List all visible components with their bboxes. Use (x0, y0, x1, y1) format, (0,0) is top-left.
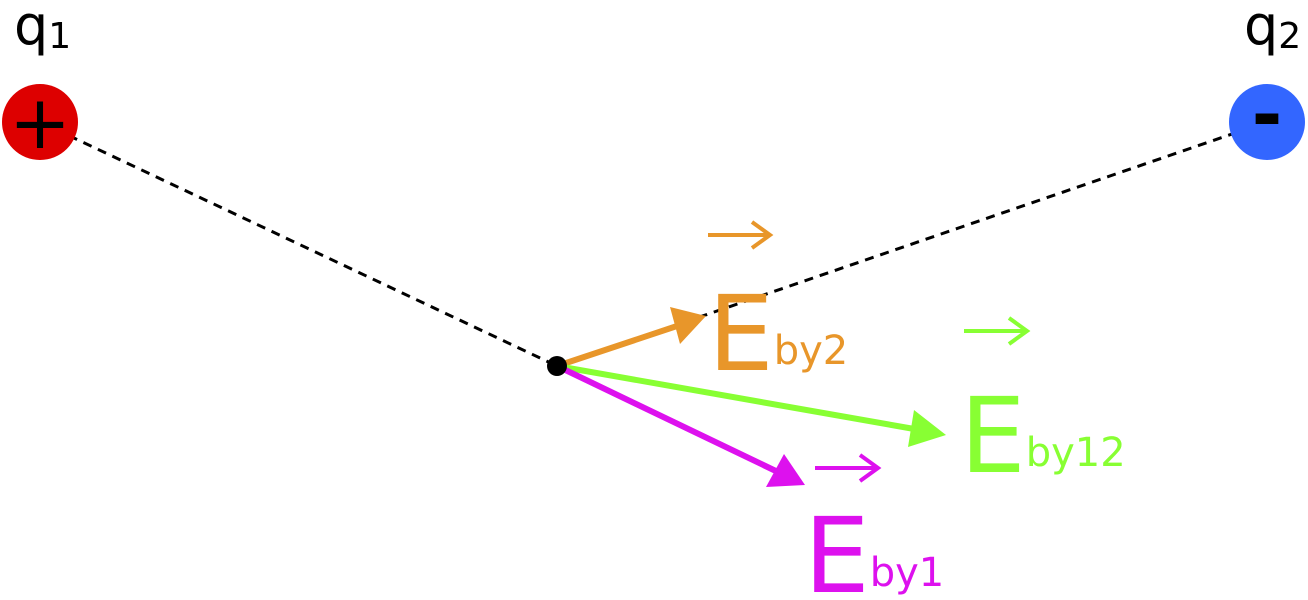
vector-e-by2-symbol: E (708, 273, 774, 395)
charge-q2-symbol: q (1244, 0, 1278, 57)
charge-q1-subscript: 1 (48, 16, 71, 57)
vector-e-by1-overarrow-icon (815, 453, 882, 483)
charge-q1-label: q1 (14, 0, 71, 57)
vector-e-by2-overarrow-icon (708, 220, 774, 250)
svg-text:Eby1: Eby1 (804, 495, 944, 600)
vector-e-by1-label: Eby1 (804, 453, 944, 600)
vector-e-by12-symbol: E (960, 375, 1026, 497)
vector-e-by1-subscript: by1 (870, 550, 945, 596)
positive-charge-icon (2, 84, 78, 160)
charge-q2: - q2 (1229, 0, 1305, 160)
vector-e-by1-symbol: E (804, 495, 870, 600)
vector-e-by2-arrow (556, 307, 706, 369)
svg-text:Eby2: Eby2 (708, 273, 848, 395)
vector-e-by12-arrow (556, 363, 946, 447)
vector-e-by12-label: Eby12 (960, 316, 1126, 497)
charge-q1: + q1 (2, 0, 78, 166)
vector-e-by12-overarrow-icon (964, 316, 1031, 346)
vector-e-by12-subscript: by12 (1026, 430, 1126, 476)
vector-e-by2-label: Eby2 (708, 220, 848, 395)
charge-q2-subscript: 2 (1278, 16, 1301, 57)
dashed-line-q1 (39, 120, 558, 368)
charge-q2-label: q2 (1244, 0, 1301, 57)
negative-charge-icon (1229, 84, 1305, 160)
charge-q1-symbol: q (14, 0, 48, 57)
vector-e-by1-arrow (555, 363, 805, 487)
charge-q1-sign: + (9, 80, 71, 166)
charge-q2-sign: - (1252, 72, 1283, 158)
vector-e-by2-subscript: by2 (774, 328, 849, 374)
test-point (547, 356, 567, 376)
svg-text:Eby12: Eby12 (960, 375, 1126, 497)
